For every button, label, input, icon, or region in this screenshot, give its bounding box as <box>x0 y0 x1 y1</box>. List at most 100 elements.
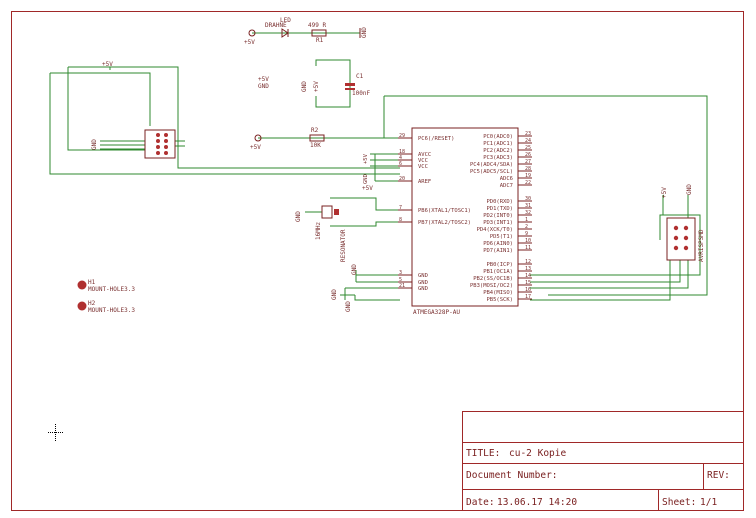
h2-name: H2 <box>88 300 96 307</box>
mcu-pin-right-number: 32 <box>525 210 531 216</box>
mcu-pin-right-label: PC2(ADC2) <box>483 148 513 154</box>
mcu-pin-right-label: PC5(ADC5/SCL) <box>470 169 513 175</box>
mcu-pin-right-label: PB1(OC1A) <box>483 269 513 275</box>
isp-vcc-label: +5V <box>661 187 668 198</box>
mcu-pin-left-label: PB6(XTAL1/TOSC1) <box>418 208 471 214</box>
mcu-pin-right-label: PD0(RXD) <box>487 199 514 205</box>
mcu-pin-right-label: PD2(INT0) <box>483 213 513 219</box>
mcu-pin-right-number: 25 <box>525 145 531 151</box>
mcu-pin-right-label: ADC6 <box>500 176 513 182</box>
title-label: TITLE: <box>466 448 500 459</box>
mcu-pin-right-number: 1 <box>525 217 528 223</box>
c1-name: C1 <box>356 73 364 80</box>
mcu-pin-right-label: PD5(T1) <box>490 234 513 240</box>
mcu-pin-right-number: 22 <box>525 180 531 186</box>
mcu-pin-right-label: PC0(ADC0) <box>483 134 513 140</box>
mcu-pin-left-label: VCC <box>418 164 428 170</box>
mcu-vcc-label: +5V <box>363 153 369 164</box>
mcu-pin-right-label: PC1(ADC1) <box>483 141 513 147</box>
h1-name: H1 <box>88 279 96 286</box>
mcu-pin-left-number: 5 <box>399 277 402 283</box>
date-value: 13.06.17 14:20 <box>497 497 577 508</box>
mcu-pin-right-number: 28 <box>525 166 531 172</box>
mcu-pin-right-label: PB3(MOSI/OC2) <box>470 283 513 289</box>
mcu-pin-left-number: 6 <box>399 161 402 167</box>
r2-part: R2 10K +5V <box>250 127 325 151</box>
resonator-gnd-label: GND <box>295 211 302 222</box>
mount-hole-h1: H1 MOUNT-HOLE3.3 <box>77 279 135 293</box>
mcu-pin-left-label: GND <box>418 286 428 292</box>
resonator-name: RESONATOR <box>340 229 347 262</box>
r1-part: 499 R R1 <box>308 22 327 44</box>
mcu-pin-right-number: 9 <box>525 231 528 237</box>
c1-gnd-label: GND <box>301 81 308 92</box>
mcu-pin-left-number: 18 <box>399 149 405 155</box>
document-number-label: Document Number: <box>466 470 558 481</box>
mcu-pin-right-number: 17 <box>525 294 531 300</box>
mcu-pin-left-label: GND <box>418 280 428 286</box>
date-label: Date: <box>466 497 495 508</box>
mcu-pin-right-number: 2 <box>525 224 528 230</box>
mcu-pin-right-number: 12 <box>525 259 531 265</box>
mcu-pin-right-number: 11 <box>525 245 531 251</box>
mcu-pin-right-label: PD6(AIN0) <box>483 241 513 247</box>
r2-value: 10K <box>310 142 321 149</box>
header-connector: +5V GND <box>91 61 176 159</box>
mcu-pin-right-label: PB5(SCK) <box>487 297 514 303</box>
h1-value: MOUNT-HOLE3.3 <box>88 286 135 293</box>
mcu-pin-left-number: 3 <box>399 270 402 276</box>
header-vcc-label: +5V <box>102 61 113 68</box>
isp-gnd-label: GND <box>686 184 693 195</box>
mcu-pin-right-label: PD7(AIN1) <box>483 248 513 254</box>
vcc-symbol-led: +5V <box>244 29 256 46</box>
mcu-pin-right-number: 13 <box>525 266 531 272</box>
r2-vcc-label: +5V <box>250 144 261 151</box>
header-gnd-label: GND <box>91 139 98 150</box>
mcu-atmega328p: PC6(/RESET)29AVCC18VCC4VCC6AREF20PB6(XTA… <box>362 127 532 316</box>
led-label: LED <box>280 17 291 24</box>
gnd-label-floating: GND <box>258 83 269 90</box>
mcu-pin-right-label: PD1(TXD) <box>487 206 514 212</box>
mcu-pin-right-number: 19 <box>525 173 531 179</box>
mcu-pin-right-label: ADC7 <box>500 183 513 189</box>
isp-connector: AVRISPSMD +5V GND <box>661 184 705 262</box>
mcu-pin-right-label: PD4(XCK/T0) <box>477 227 513 233</box>
mcu-pin-right-label: PB4(MISO) <box>483 290 513 296</box>
mcu-gnd-label: GND <box>363 174 369 184</box>
mcu-gnd-symbol-2: GND <box>331 289 338 300</box>
mcu-pin-right-number: 23 <box>525 131 531 137</box>
c1-part: C1 100nF GND +5V <box>301 73 370 97</box>
mcu-pin-right-number: 27 <box>525 159 531 165</box>
mcu-pin-left-number: 8 <box>399 217 402 223</box>
resonator-part: 16MHz RESONATOR GND <box>295 205 347 262</box>
mcu-pin-right-number: 24 <box>525 138 531 144</box>
mcu-pin-left-number: 20 <box>399 176 405 182</box>
mcu-pin-right-number: 14 <box>525 273 531 279</box>
c1-vcc-label: +5V <box>313 81 320 92</box>
mcu-pin-right-number: 16 <box>525 287 531 293</box>
title-value: cu-2 Kopie <box>509 448 566 459</box>
mcu-pin-right-label: PD3(INT1) <box>483 220 513 226</box>
crosshair-cursor-icon <box>48 424 64 441</box>
mcu-pin-right-label: PB2(SS/OC1B) <box>473 276 513 282</box>
mcu-pin-right-label: PB0(ICP) <box>487 262 514 268</box>
mcu-pin-left-label: AVCC <box>418 152 431 158</box>
mcu-pin-right-number: 10 <box>525 238 531 244</box>
mcu-pin-left-label: GND <box>418 273 428 279</box>
mcu-pin-right-number: 31 <box>525 203 531 209</box>
mcu-pin-right-number: 30 <box>525 196 531 202</box>
mcu-pin-left-label: AREF <box>418 179 431 185</box>
r1-value: 499 R <box>308 22 326 29</box>
led-value: DRAHNE <box>265 22 287 29</box>
wires <box>49 32 708 301</box>
sheet-label: Sheet: <box>662 497 696 508</box>
vcc-label: +5V <box>244 39 255 46</box>
mcu-pin-left-label: VCC <box>418 158 428 164</box>
resonator-value: 16MHz <box>315 222 322 240</box>
title-block: TITLE: cu-2 Kopie Document Number: REV: … <box>466 448 730 508</box>
vcc-label-floating: +5V <box>258 76 269 83</box>
mount-hole-h2: H2 MOUNT-HOLE3.3 <box>77 300 135 314</box>
h2-value: MOUNT-HOLE3.3 <box>88 307 135 314</box>
mcu-pin-right-number: 15 <box>525 280 531 286</box>
